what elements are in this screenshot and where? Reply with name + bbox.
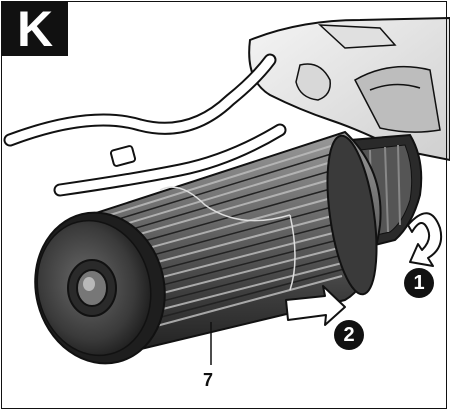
hose xyxy=(3,53,287,197)
filter-end-cap xyxy=(34,211,166,365)
step-badge-1: 1 xyxy=(404,268,434,298)
rotation-arrow xyxy=(407,212,443,267)
panel-label: K xyxy=(2,2,68,56)
step-badge-2: 2 xyxy=(334,320,364,350)
callout-7: 7 xyxy=(203,370,214,390)
removal-arrow xyxy=(285,285,346,326)
machine-body xyxy=(248,16,450,162)
